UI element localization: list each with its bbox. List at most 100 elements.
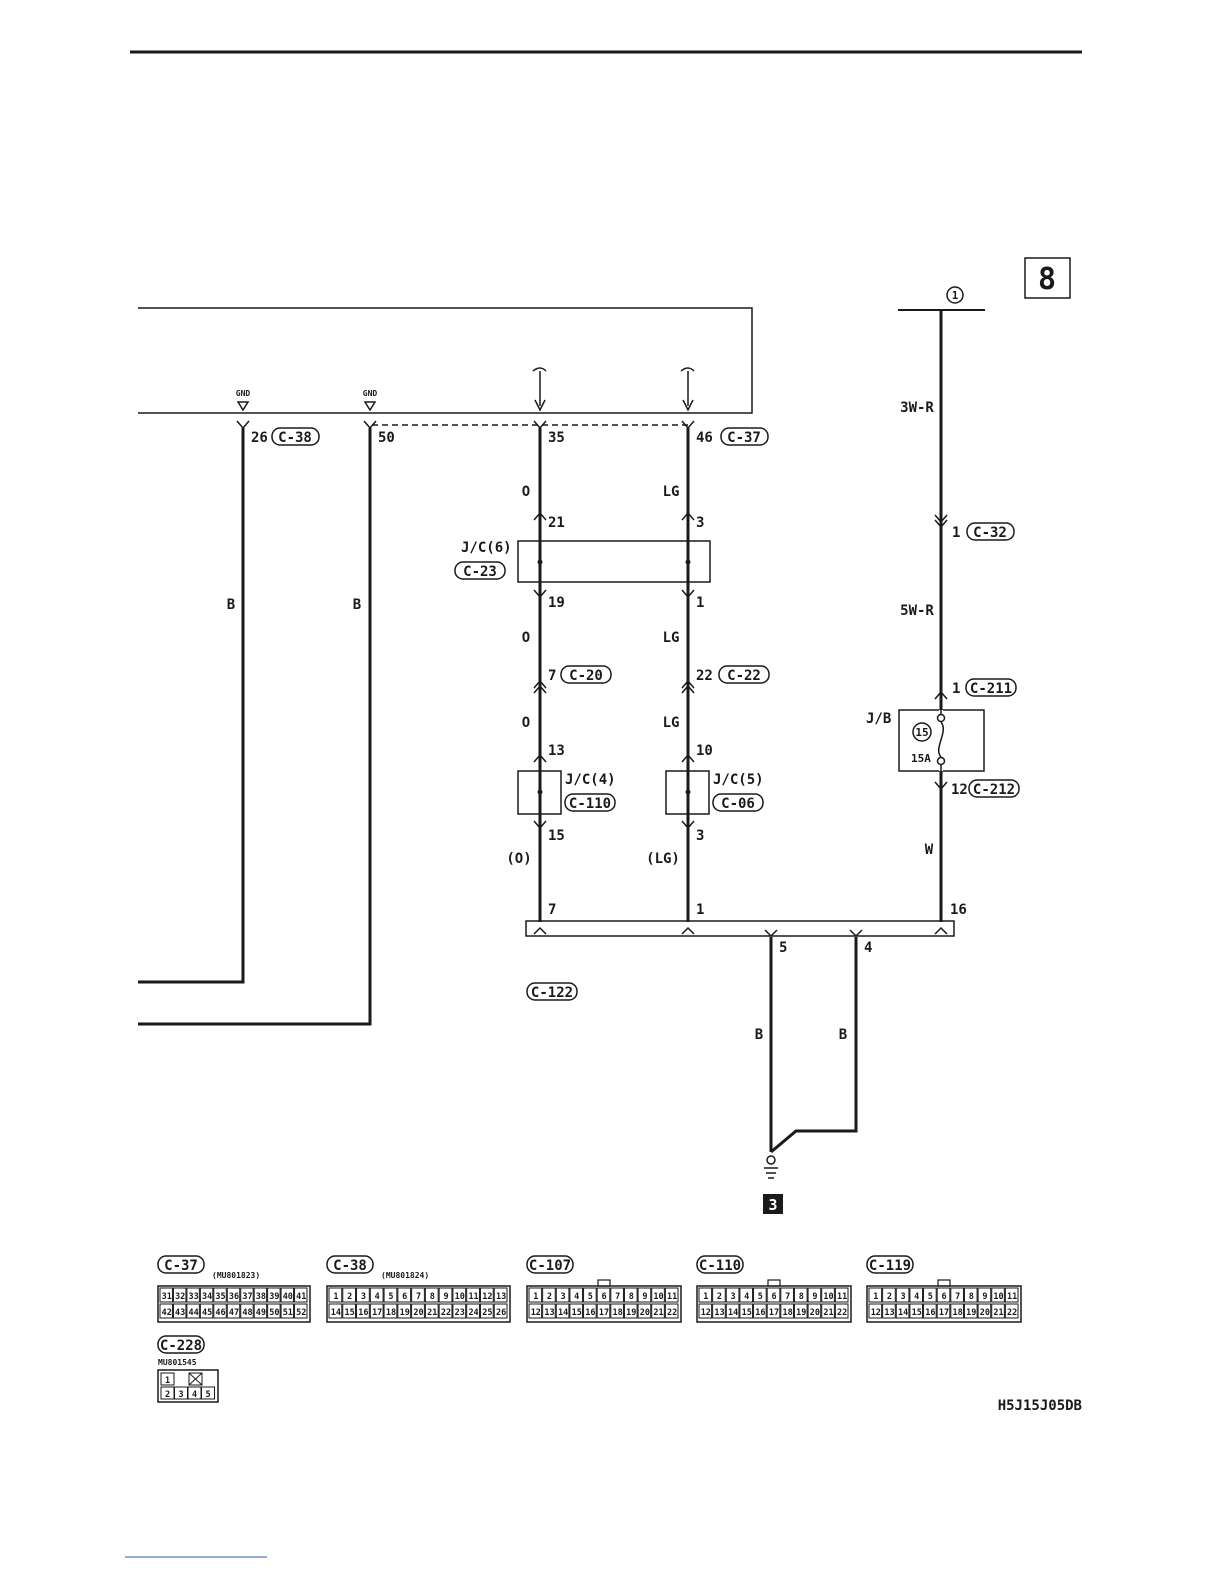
bar-mark-1 (533, 926, 547, 935)
legend-c119-pin-cell (950, 1287, 964, 1303)
legend-c119-pin-cell (923, 1287, 937, 1303)
legend-c110-pin-cell (753, 1287, 767, 1303)
legend-c110-pin: 6 (771, 1292, 776, 1302)
wire-color-lg2: LG (663, 630, 680, 646)
connector-mark-26 (236, 420, 250, 430)
legend-c119-pin-cell (868, 1303, 883, 1319)
legend-c38-pin-cell (342, 1287, 357, 1303)
bar-mark-2 (681, 926, 695, 935)
legend-c37-pin-cell (280, 1303, 295, 1319)
junction-jc5-label: J/C(5) (713, 772, 764, 788)
legend-c38-pin-cell (411, 1287, 425, 1303)
legend-c110-pin-cell (834, 1287, 849, 1303)
legend-c37-pin: 37 (242, 1292, 252, 1302)
legend-c38-pin-cell (328, 1303, 343, 1319)
connector-c212-tag (968, 779, 1020, 798)
legend-c228-blank-cell (188, 1372, 203, 1386)
legend-c38-pin: 7 (416, 1292, 421, 1302)
terminal-12: 12 (951, 782, 968, 798)
junction-jc5-dot (685, 789, 691, 795)
legend-c110-name: C-110 (699, 1258, 741, 1274)
legend-c119-pin-cell (977, 1303, 992, 1319)
terminal-3b: 3 (696, 828, 704, 844)
legend-c110-pin-cell (712, 1303, 726, 1319)
gnd-arrow-1 (236, 401, 250, 412)
legend-c110-pin-cell (766, 1287, 781, 1303)
legend-c107-pin-cell (555, 1303, 570, 1319)
legend-c107-pin-cell (637, 1287, 652, 1303)
legend-c37-pin-cell (199, 1287, 214, 1303)
connector-c38-label: C-38 (278, 430, 312, 446)
legend-c38-pin-cell (493, 1287, 508, 1303)
connector-c22-label: C-22 (727, 668, 761, 684)
legend-c110-pin: 13 (714, 1308, 724, 1318)
legend-c37-pin: 33 (189, 1292, 199, 1302)
connector-c32-tag (966, 522, 1015, 541)
legend-c110-pin: 14 (728, 1308, 738, 1318)
fuse-terminal-bottom (936, 756, 946, 766)
legend-c38-pin-cell (342, 1303, 357, 1319)
legend-c107-pin-cell (569, 1287, 584, 1303)
legend-c107-pin: 3 (561, 1292, 566, 1302)
connector-mark-3b (681, 820, 695, 830)
legend-c38-pin: 14 (331, 1308, 341, 1318)
legend-c119-pin: 6 (941, 1292, 946, 1302)
terminal-22: 22 (696, 668, 713, 684)
legend-c119-pin-cell (882, 1287, 896, 1303)
legend-c37-pin: 39 (269, 1292, 279, 1302)
connector-mark-19 (533, 589, 547, 599)
legend-c38-pin: 21 (427, 1308, 437, 1318)
ground-mark-box (763, 1194, 783, 1214)
legend-c37-pin-cell (253, 1303, 268, 1319)
legend-c37-pin: 36 (229, 1292, 239, 1302)
legend-c110-pin-cell (780, 1287, 794, 1303)
fuse-terminal-top (936, 713, 946, 723)
legend-c38-pin: 12 (482, 1292, 492, 1302)
terminal-26: 26 (251, 430, 268, 446)
wire-b-4 (770, 937, 858, 1154)
legend-c107-pin-cell (569, 1303, 584, 1319)
legend-c110-pin: 3 (731, 1292, 736, 1302)
connector-c32-label: C-32 (973, 525, 1007, 541)
legend-c107-name: C-107 (529, 1258, 571, 1274)
terminal-1d: 1 (952, 681, 960, 697)
legend-c119-pin-cell (991, 1287, 1005, 1303)
legend-c107-pin-cell (596, 1303, 611, 1319)
legend-c37-pin-cell (294, 1303, 308, 1319)
legend-c38-pin-cell (397, 1287, 412, 1303)
terminal-13: 13 (548, 743, 565, 759)
legend-c38-pin-cell (383, 1303, 398, 1319)
wire-color-b1: B (227, 597, 235, 613)
legend-c38-pin: 19 (400, 1308, 410, 1318)
legend-c107-pin-cell (583, 1287, 597, 1303)
legend-c110-pin-cell (821, 1287, 835, 1303)
bar-mark-3 (934, 926, 948, 935)
legend-c38-pin: 1 (333, 1292, 338, 1302)
legend-c110-pin: 1 (703, 1292, 708, 1302)
legend-c107-pin: 5 (588, 1292, 593, 1302)
legend-c37-pin: 50 (269, 1308, 279, 1318)
legend-c107-pin: 21 (653, 1308, 663, 1318)
legend-c107-pin-cell (664, 1287, 679, 1303)
legend-c110-pin: 21 (823, 1308, 833, 1318)
legend-c107-pin-cell (610, 1287, 624, 1303)
terminal-46: 46 (696, 430, 713, 446)
legend-c37-pin-cell (159, 1287, 173, 1303)
legend-c119-pin: 17 (939, 1308, 949, 1318)
legend-c119-pin-cell (909, 1303, 924, 1319)
legend-c110-tag (696, 1255, 744, 1274)
wire-color-o3: O (522, 715, 530, 731)
terminal-1c: 1 (952, 525, 960, 541)
connector-mark-21 (533, 511, 547, 521)
legend-c107-pin: 11 (667, 1292, 677, 1302)
legend-c107-pin-cell (651, 1303, 665, 1319)
legend-c119-latch (937, 1279, 951, 1287)
legend-c119-pin-cell (1004, 1287, 1019, 1303)
legend-c38-pin-cell (424, 1303, 439, 1319)
connector-mark-3a (681, 511, 695, 521)
junction-jc6-dot-2 (685, 559, 691, 565)
terminal-21: 21 (548, 515, 565, 531)
legend-c38-pin: 20 (413, 1308, 423, 1318)
connector-mark-12 (934, 781, 948, 791)
legend-c37-pin-cell (267, 1287, 281, 1303)
